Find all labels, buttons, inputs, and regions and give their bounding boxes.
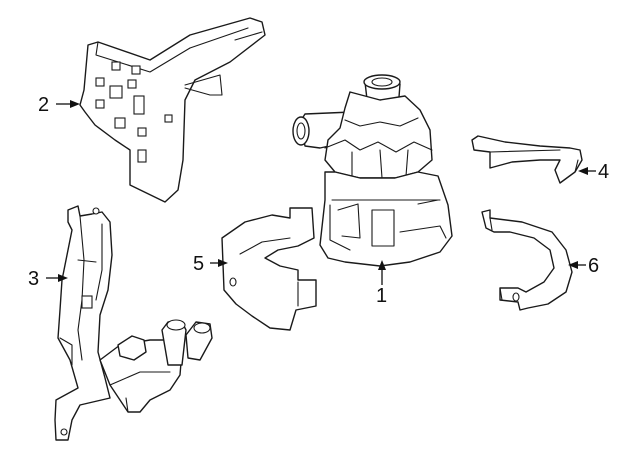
callout-3: 3 (28, 268, 68, 290)
part-6-lower-band[interactable] (481, 209, 573, 311)
callout-4-label: 4 (598, 161, 609, 183)
callout-1: 1 (376, 260, 387, 307)
part-5-curved-strap[interactable] (221, 207, 317, 331)
callout-5-label: 5 (193, 253, 204, 275)
part-3-auxiliary-pump[interactable] (99, 319, 213, 413)
callout-6-label: 6 (588, 255, 599, 277)
callout-4: 4 (578, 161, 609, 183)
callout-1-label: 1 (376, 285, 387, 307)
part-4-upper-band[interactable] (471, 135, 583, 184)
callout-3-label: 3 (28, 268, 39, 290)
callout-2-label: 2 (38, 94, 49, 116)
callout-6: 6 (568, 255, 599, 277)
callout-2: 2 (38, 94, 80, 116)
part-3-support-bracket[interactable] (54, 205, 113, 441)
part-1-water-pump[interactable] (292, 74, 453, 267)
callout-5: 5 (193, 253, 228, 275)
part-2-mounting-bracket[interactable] (79, 17, 266, 203)
